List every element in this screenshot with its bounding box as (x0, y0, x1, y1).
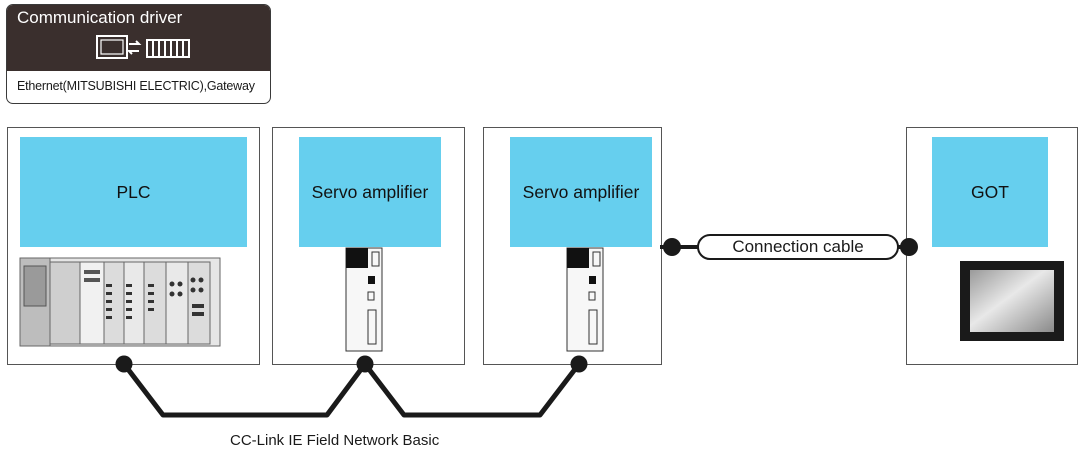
driver-header: Communication driver (7, 5, 270, 71)
got-label: GOT (932, 137, 1048, 247)
connection-cable-label: Connection cable (732, 237, 864, 256)
connection-cable (660, 234, 918, 260)
plc-module-rack-image (19, 257, 221, 347)
plc-label: PLC (20, 137, 247, 247)
servo-amplifier-image-2 (566, 247, 604, 352)
network-label: CC-Link IE Field Network Basic (230, 432, 440, 449)
driver-title: Communication driver (17, 8, 183, 27)
got-display-image (960, 261, 1064, 341)
driver-protocols: Ethernet(MITSUBISHI ELECTRIC),Gateway (17, 79, 255, 93)
servo-amplifier-label-1: Servo amplifier (299, 137, 441, 247)
driver-connection-icon (96, 35, 190, 59)
servo-amplifier-image-1 (345, 247, 383, 352)
network-cable (115, 355, 588, 418)
servo-amplifier-box-2: Servo amplifier (483, 127, 662, 365)
servo-amplifier-label-2: Servo amplifier (510, 137, 652, 247)
communication-driver-badge: Communication driver Ethernet(MITSUBISHI… (6, 4, 271, 104)
